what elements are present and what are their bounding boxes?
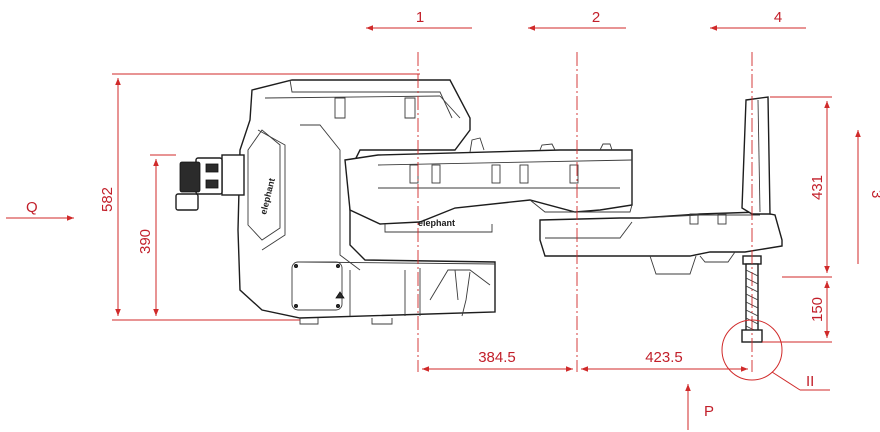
- view-label-3: 3: [868, 190, 880, 198]
- access-panel: [291, 261, 345, 311]
- dim-arm-lengths: 384.5 423.5: [422, 349, 748, 372]
- section-label-1: 1: [416, 9, 424, 26]
- dim-431-text: 431: [809, 175, 826, 200]
- arm-2: [539, 211, 783, 275]
- tool-column: [741, 96, 771, 215]
- view-arrow-p: P: [685, 384, 714, 430]
- view-label-q: Q: [26, 199, 38, 216]
- view-label-p: P: [704, 403, 714, 420]
- dim-overall-height: 582: [99, 73, 420, 321]
- dim-stroke: 150: [762, 281, 832, 343]
- robot-base: [237, 79, 496, 325]
- rear-connector: [175, 154, 245, 211]
- center-lines: [417, 52, 753, 372]
- dim-390-text: 390: [137, 229, 154, 254]
- section-marker-2: 2: [528, 9, 626, 31]
- dim-150-text: 150: [809, 297, 826, 322]
- view-arrow-3: 3: [855, 130, 880, 264]
- section-label-4: 4: [774, 9, 782, 26]
- dim-423-5-text: 423.5: [645, 349, 683, 366]
- section-marker-4: 4: [710, 9, 806, 31]
- view-arrow-q: Q: [6, 199, 74, 221]
- section-marker-1: 1: [366, 9, 472, 31]
- dim-tool-height: 431: [770, 96, 832, 278]
- dim-mount-height: 390: [137, 154, 176, 316]
- dim-582-text: 582: [99, 187, 116, 212]
- section-label-2: 2: [592, 9, 600, 26]
- logo-text-lower: elephant: [418, 218, 455, 228]
- arm-1: elephant: [344, 137, 633, 233]
- detail-label-ii: II: [806, 373, 814, 390]
- detail-circle-ii: II: [721, 319, 830, 391]
- dim-384-5-text: 384.5: [478, 349, 516, 366]
